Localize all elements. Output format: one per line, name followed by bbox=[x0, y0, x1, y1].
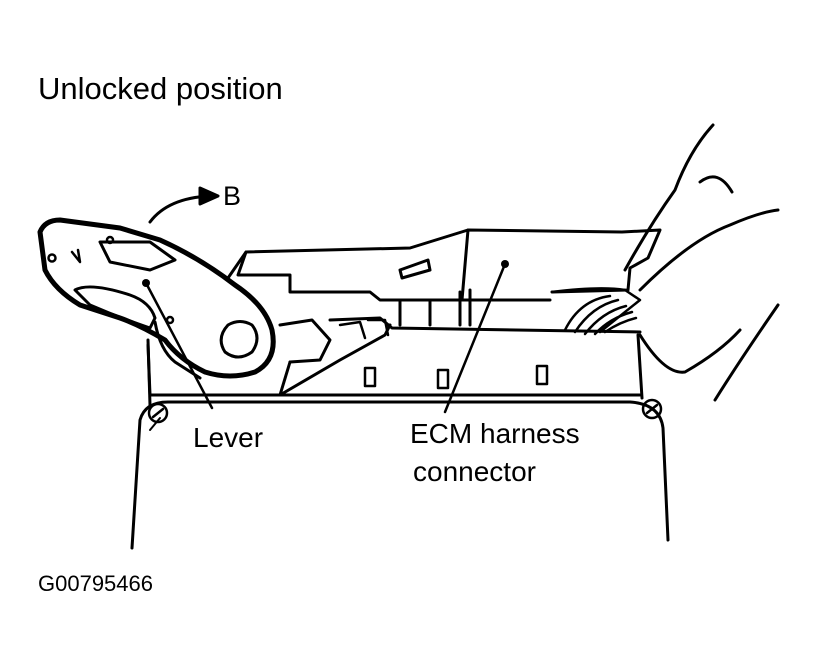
callout-ecm-line2: connector bbox=[413, 456, 536, 487]
lever bbox=[37, 217, 392, 397]
callout-ecm-line1: ECM harness bbox=[410, 418, 580, 449]
harness-wires bbox=[550, 287, 642, 336]
direction-arrow-b bbox=[148, 186, 220, 224]
callout-lever: Lever bbox=[193, 422, 264, 453]
housing-screw-right bbox=[641, 398, 663, 420]
housing-slots bbox=[363, 364, 549, 390]
leader-lever bbox=[142, 279, 214, 410]
housing-screw-left bbox=[147, 402, 169, 424]
leader-ecm-connector bbox=[443, 260, 509, 414]
hand bbox=[623, 123, 780, 402]
figure-id: G00795466 bbox=[38, 571, 153, 596]
ecm-housing bbox=[130, 333, 670, 550]
ecm-harness-connector bbox=[226, 228, 662, 334]
direction-label-b: B bbox=[223, 181, 242, 211]
diagram-title: Unlocked position bbox=[38, 71, 283, 106]
